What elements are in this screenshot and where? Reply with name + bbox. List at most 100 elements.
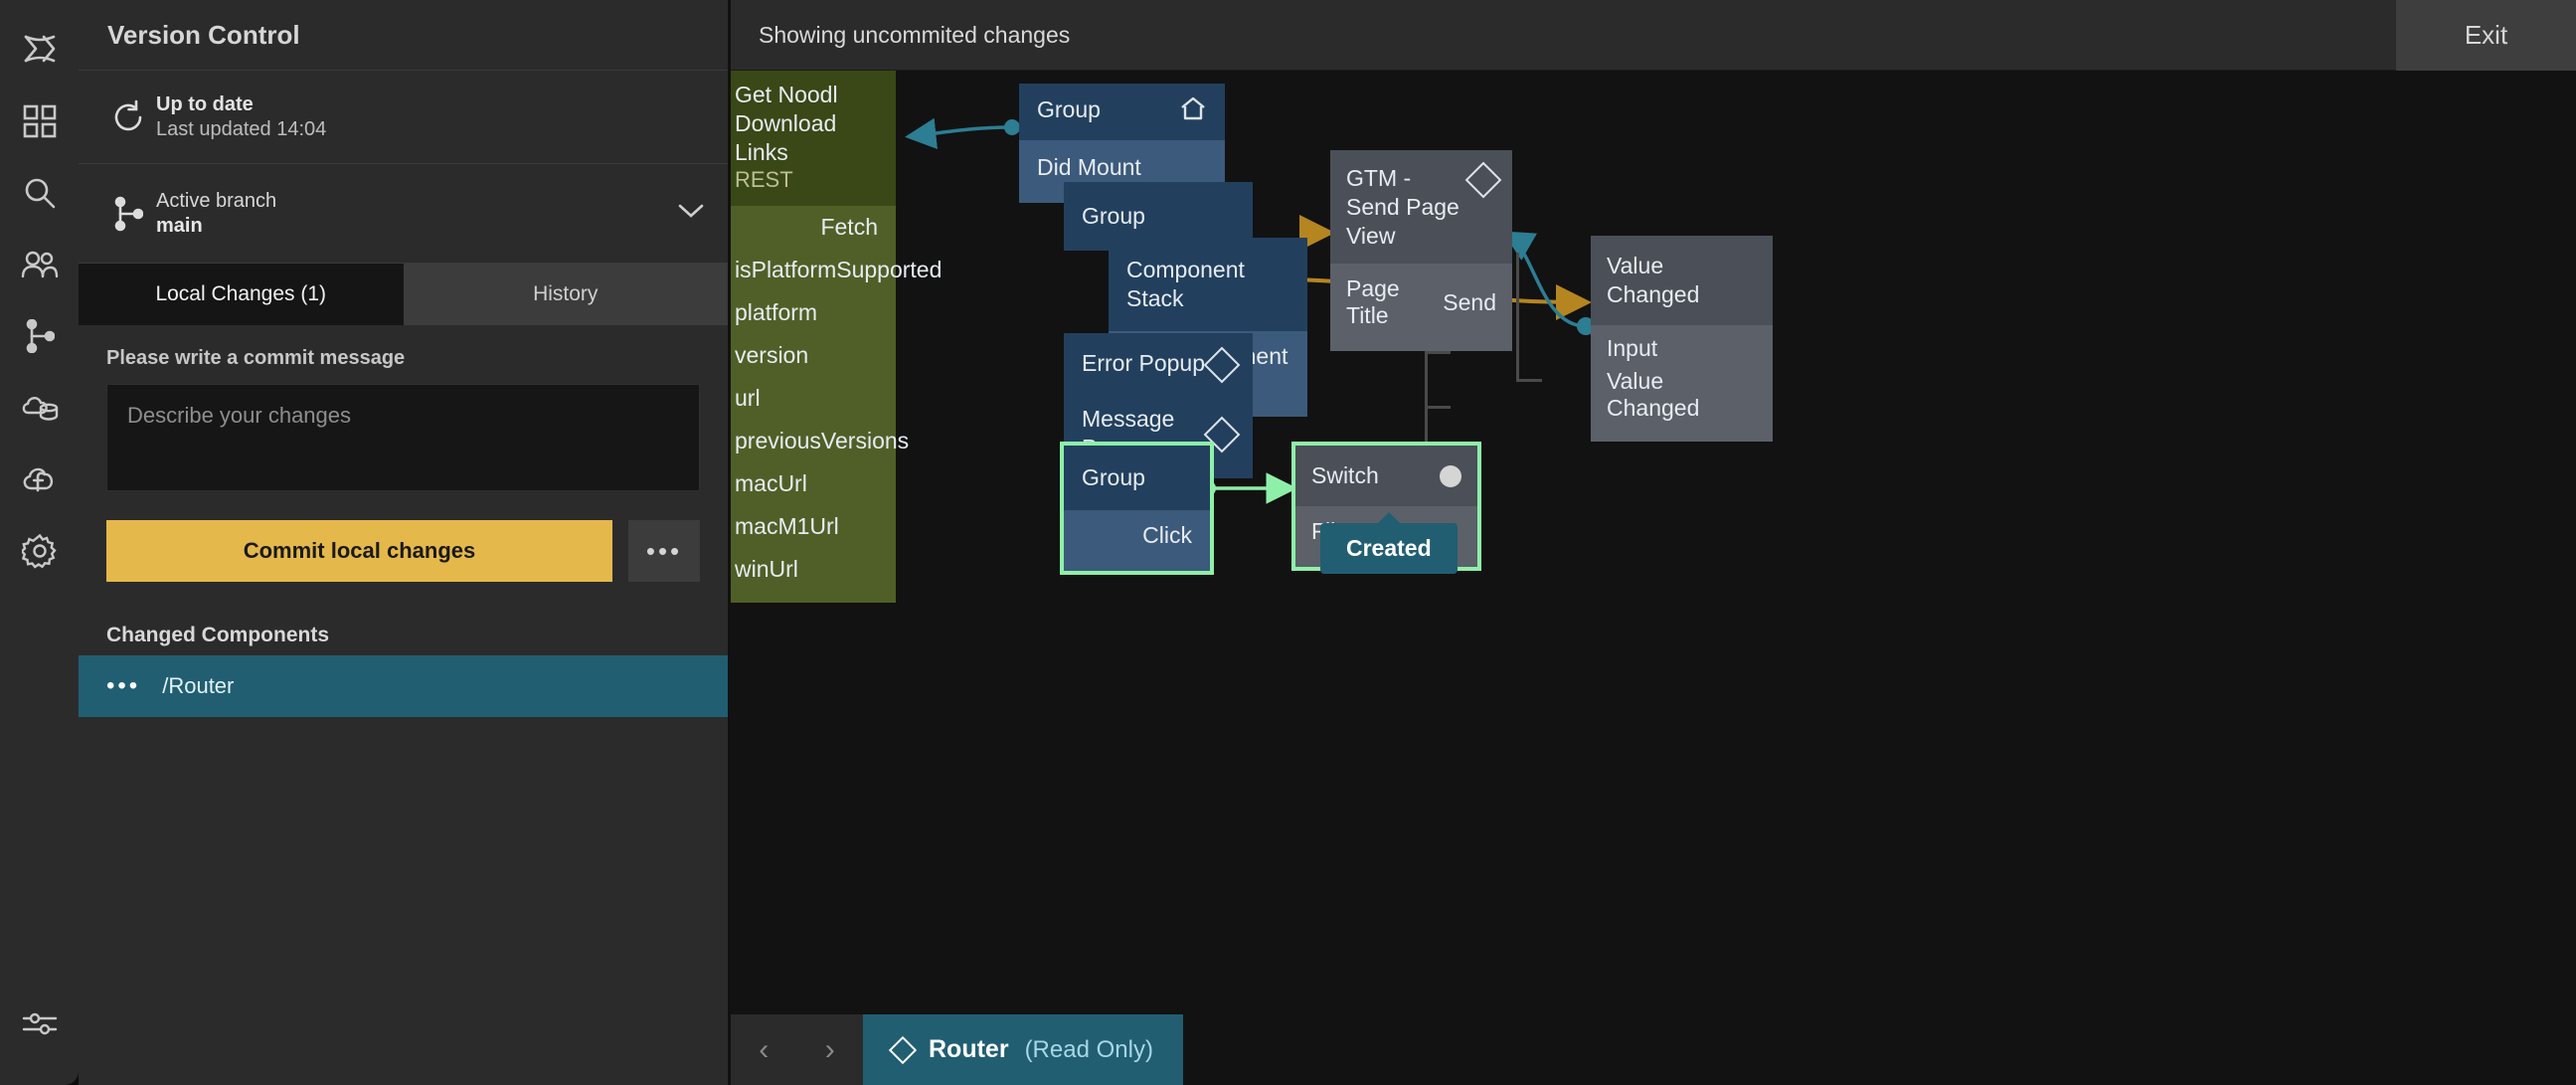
canvas-background <box>731 71 2576 995</box>
tree-branch-3 <box>1425 406 1451 409</box>
users-icon[interactable] <box>0 229 79 300</box>
node-canvas[interactable]: Get Noodl Download Links REST Fetch isPl… <box>731 71 2576 995</box>
created-caret <box>1376 512 1401 524</box>
node-title: Get Noodl Download Links <box>735 82 838 165</box>
node-title: GTM - Send Page View <box>1346 165 1460 249</box>
component-more-icon[interactable]: ••• <box>106 672 141 699</box>
branch-value: main <box>156 214 203 237</box>
port-click: Click <box>1142 521 1192 548</box>
branch-label: Active branch <box>156 189 277 212</box>
port-version: version <box>735 341 809 368</box>
diamond-icon <box>888 1035 918 1064</box>
node-header: Group <box>1019 84 1225 140</box>
nav-next-button[interactable]: › <box>824 1032 835 1066</box>
sync-status-headline: Up to date <box>156 92 254 115</box>
node-header: Get Noodl Download Links REST <box>731 71 896 206</box>
port-winurl: winUrl <box>735 555 798 582</box>
node-header: Switch <box>1295 446 1477 506</box>
node-title: Component Stack <box>1126 257 1245 311</box>
port-page-title[interactable]: Page Title <box>1346 275 1400 329</box>
node-header: GTM - Send Page View <box>1330 150 1512 265</box>
tab-router[interactable]: Router (Read Only) <box>863 1014 1183 1085</box>
node-get-noodl-download-links[interactable]: Get Noodl Download Links REST Fetch isPl… <box>731 71 943 603</box>
top-bar: Showing uncommited changes Exit <box>731 0 2576 71</box>
gear-icon[interactable] <box>0 515 79 587</box>
tab-history[interactable]: History <box>403 264 728 325</box>
node-header: Value Changed <box>1591 236 1773 325</box>
node-value-changed[interactable]: Value Changed Input Value Changed <box>1591 236 1773 442</box>
cloud-functions-icon[interactable] <box>0 444 79 515</box>
port-send[interactable]: Send <box>1443 288 1496 315</box>
icon-rail <box>0 0 79 1085</box>
home-icon <box>1179 95 1207 128</box>
node-header: Error Popup <box>1064 333 1253 394</box>
port-macm1url: macM1Url <box>735 512 839 539</box>
tree-branch-2 <box>1425 351 1451 354</box>
port-macurl: macUrl <box>735 469 807 496</box>
diamond-icon <box>1464 161 1502 199</box>
nav-prev-button[interactable]: ‹ <box>759 1032 770 1066</box>
port-input: Input <box>1607 334 1658 361</box>
refresh-icon[interactable] <box>100 99 156 135</box>
port-row-gtm: Page Title Send <box>1330 264 1512 351</box>
tab-local-changes[interactable]: Local Changes (1) <box>79 264 404 325</box>
sync-status-row[interactable]: Up to date Last updated 14:04 <box>79 71 728 164</box>
node-group-3[interactable]: Group Click <box>1060 442 1214 575</box>
commit-message-input[interactable] <box>106 384 700 491</box>
node-error-popup[interactable]: Error Popup <box>1064 333 1253 394</box>
grid-components-icon[interactable] <box>0 86 79 157</box>
commit-more-options-button[interactable]: ••• <box>628 520 700 582</box>
version-control-panel: Version Control Up to date Last updated … <box>79 0 731 1085</box>
uncommitted-changes-message: Showing uncommited changes <box>759 21 1071 48</box>
panel-title: Version Control <box>79 0 728 71</box>
search-icon[interactable] <box>0 157 79 229</box>
node-subtitle: REST <box>735 167 793 193</box>
node-title: Group <box>1082 203 1145 229</box>
tree-line-trunk <box>1425 197 1428 540</box>
node-header: Group <box>1064 446 1210 510</box>
node-body: Page Title Send <box>1330 264 1512 352</box>
node-title: Value Changed <box>1607 253 1700 307</box>
circle-icon <box>1440 465 1461 487</box>
editor-area: Showing uncommited changes Exit <box>731 0 2576 1085</box>
port-url: url <box>735 384 761 411</box>
sliders-icon[interactable] <box>0 988 79 1059</box>
branch-icon <box>100 196 156 232</box>
created-label: Created <box>1346 535 1432 561</box>
node-body: Fetch isPlatformSupported platform versi… <box>731 205 943 603</box>
cloud-data-icon[interactable] <box>0 372 79 444</box>
node-gtm-send-page-view[interactable]: GTM - Send Page View Page Title Send <box>1330 150 1512 352</box>
node-title: Group <box>1082 464 1145 490</box>
node-header: Component Stack <box>1109 238 1307 331</box>
changed-components-header: Changed Components <box>106 624 329 646</box>
diamond-icon <box>1203 346 1241 384</box>
changed-component-row[interactable]: ••• /Router <box>79 655 728 717</box>
panel-tabs: Local Changes (1) History <box>79 264 728 325</box>
noodl-logo-icon[interactable] <box>0 14 79 86</box>
node-title: Group <box>1037 96 1101 122</box>
port-value-changed-out: Value Changed <box>1607 367 1700 421</box>
node-title: Switch <box>1311 462 1379 488</box>
chevron-down-icon[interactable] <box>676 201 706 226</box>
bottom-bar: ‹ › Router (Read Only) <box>731 995 2576 1085</box>
node-body: Input Value Changed <box>1591 324 1773 442</box>
port-previousversions: previousVersions <box>735 427 910 453</box>
router-tab-state: (Read Only) <box>1024 1035 1153 1063</box>
tree-branch-sub <box>1516 379 1542 382</box>
component-name: /Router <box>162 673 235 698</box>
branch-icon[interactable] <box>0 300 79 372</box>
commit-message-label: Please write a commit message <box>106 347 406 369</box>
commit-local-changes-button[interactable]: Commit local changes <box>106 520 612 582</box>
canvas-nav-buttons: ‹ › <box>731 1014 863 1085</box>
port-fetch: Fetch <box>820 213 878 240</box>
port-did-mount: Did Mount <box>1037 153 1141 180</box>
sync-status-sub: Last updated 14:04 <box>156 117 327 140</box>
tree-line-sub <box>1516 253 1519 379</box>
node-title: Error Popup <box>1082 350 1206 377</box>
exit-button[interactable]: Exit <box>2396 0 2576 71</box>
active-branch-row[interactable]: Active branch main <box>79 164 728 264</box>
node-body: Click <box>1064 509 1210 571</box>
router-tab-name: Router <box>929 1035 1009 1063</box>
created-badge: Created <box>1320 512 1458 574</box>
port-isplatformsupported: isPlatformSupported <box>735 256 943 282</box>
